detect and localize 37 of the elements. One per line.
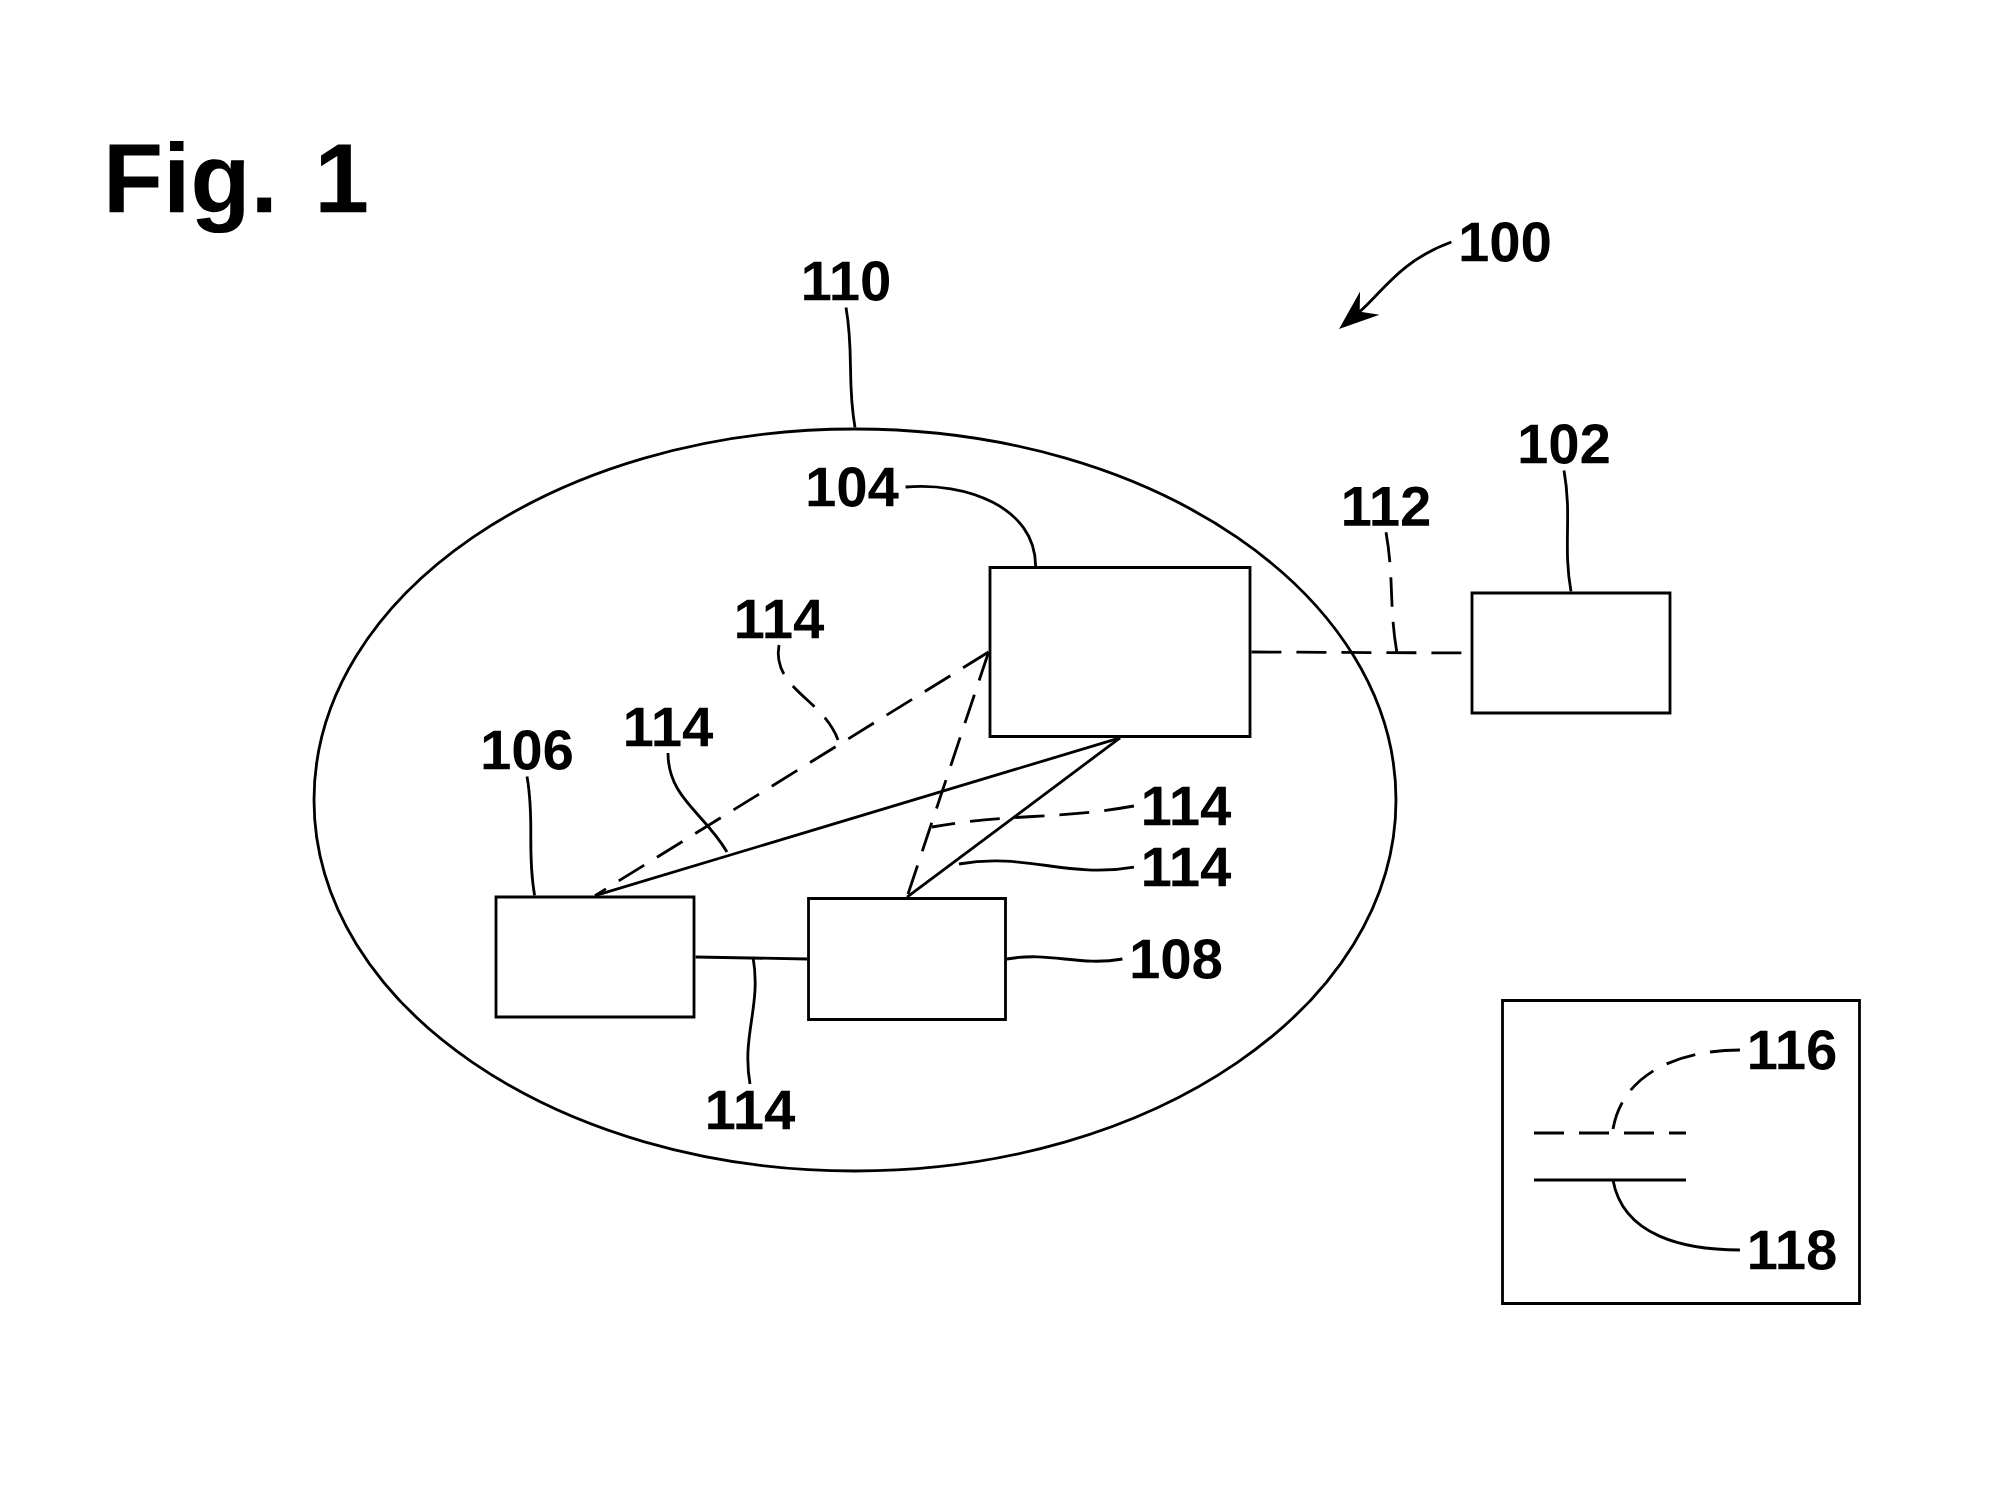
callout-number: 114	[1144, 847, 1232, 887]
leader-line	[776, 644, 840, 741]
callout-number: 114	[708, 1090, 796, 1130]
callout-number: 106	[483, 730, 572, 770]
leader-line	[844, 307, 857, 428]
leader-line	[525, 776, 536, 896]
leader-line	[1611, 1179, 1740, 1252]
leader-line	[746, 956, 757, 1085]
block-box	[494, 895, 696, 1019]
callout-number: 114	[737, 599, 825, 639]
callout-number: 118	[1750, 1230, 1836, 1270]
callout-number: 114	[1144, 786, 1232, 826]
block-box	[1470, 591, 1672, 715]
leader-line	[666, 752, 729, 853]
callout-number: 102	[1520, 424, 1609, 464]
leader-line	[958, 859, 1135, 872]
leader-line	[1611, 1048, 1740, 1130]
callout-number: 110	[804, 261, 889, 301]
leader-line	[905, 484, 1037, 567]
connection-line	[594, 736, 1121, 897]
callout-number: 108	[1132, 939, 1222, 979]
connection-line	[695, 955, 808, 961]
connection-line	[594, 650, 990, 897]
leader-line	[1384, 532, 1399, 654]
callout-number: 114	[626, 707, 714, 747]
legend-box	[1501, 999, 1861, 1305]
leader-line	[931, 804, 1135, 829]
leader-line	[1006, 955, 1123, 963]
callout-number: 100	[1461, 222, 1550, 262]
callout-number: 104	[808, 467, 899, 507]
callout-number: 116	[1750, 1030, 1836, 1070]
block-box	[988, 566, 1252, 738]
figure-title: Fig. 1	[109, 140, 367, 234]
leader-line	[1562, 470, 1573, 592]
block-box	[807, 897, 1007, 1021]
callout-number: 112	[1344, 486, 1430, 526]
connection-line	[906, 736, 1121, 899]
